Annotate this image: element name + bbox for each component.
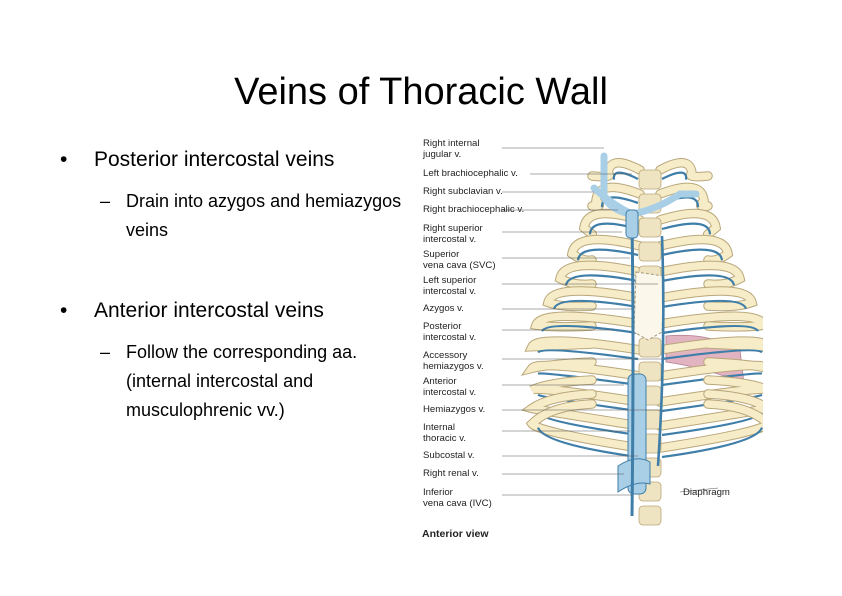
rib-shape [656,235,733,265]
label-superior-vena-cava: Superior vena cava (SVC) [423,249,496,271]
vertebra-shape [638,217,662,238]
intercostal-vein-shape [612,171,639,180]
rib-shape [656,159,712,181]
intercostal-vein-shape [537,372,639,387]
rib-shape [656,400,763,452]
rib-shape [523,390,644,430]
rib-shape [588,183,644,211]
sub-bullet-text: Follow the corresponding aa. (internal i… [126,342,358,420]
bullet-dot-icon: • [60,148,68,171]
rib-shape [656,209,721,239]
bullet-anterior-intercostal: • Anterior intercostal veins [58,296,403,326]
vertebra-shape [638,169,662,190]
label-right-subclavian: Right subclavian v. [423,186,503,197]
label-left-brachiocephalic: Left brachiocephalic v. [423,168,518,179]
sub-bullet-drain: – Drain into azygos and hemiazygos veins [58,187,403,245]
label-right-internal-jugular: Right internal jugular v. [423,138,480,160]
ribcage-illustration [502,147,763,526]
leader-line [679,487,719,493]
intercostal-vein-shape [661,349,763,361]
bullet-text: Posterior intercostal veins [94,148,335,171]
intercostal-vein-shape [576,248,639,261]
anatomy-figure: Right internal jugular v. Left brachioce… [418,136,763,548]
rib-shape [579,209,644,239]
sub-bullet-follow: – Follow the corresponding aa. (internal… [58,338,403,425]
intercostal-vein-shape [661,171,688,180]
rib-shape [656,337,763,354]
bullet-dot-icon: • [60,299,68,322]
bullet-posterior-intercostal: • Posterior intercostal veins [58,145,403,175]
hemiazygos-vein-shape [656,235,665,467]
sternum-shape [633,271,665,341]
bullet-text: Anterior intercostal veins [94,299,324,322]
label-right-renal: Right renal v. [423,468,479,479]
label-anterior-intercostal: Anterior intercostal v. [423,376,477,398]
azygos-vein-shape [630,225,635,517]
label-subcostal: Subcostal v. [423,450,475,461]
intercostal-vein-shape [661,274,736,286]
intercostal-vein-shape [661,299,748,310]
intercostal-vein-shape [661,372,763,387]
vertebra-shape [638,505,662,526]
intercostal-vein-shape [661,324,759,335]
rib-shape [656,390,763,430]
label-hemiazygos: Hemiazygos v. [423,404,486,415]
intercostal-vein-shape [552,299,639,310]
label-azygos: Azygos v. [423,303,464,314]
vertebra-shape [638,337,662,358]
renal-vein-shape [617,458,651,493]
rib-shape [567,235,644,265]
intercostal-vein-shape [537,349,639,361]
intercostal-vein-shape [661,222,712,235]
figure-caption: Anterior view [422,528,489,540]
bullet-list: • Posterior intercostal veins – Drain in… [58,145,403,425]
rib-shape [543,287,644,311]
sub-bullet-text: Drain into azygos and hemiazygos veins [126,191,402,240]
intercostal-vein-shape [541,324,639,335]
rib-shape [656,358,763,380]
intercostal-vein-shape [564,274,639,286]
label-right-superior-intercostal: Right superior intercostal v. [423,223,483,245]
label-inferior-vena-cava: Inferior vena cava (IVC) [423,487,492,509]
label-diaphragm: Diaphragm [683,487,730,498]
intercostal-vein-shape [661,248,724,261]
rib-shape [656,261,745,289]
label-accessory-hemiazygos: Accessory hemiazygos v. [423,350,484,372]
intercostal-vein-shape [661,427,763,459]
label-right-brachiocephalic: Right brachiocephalic v. [423,204,525,215]
label-left-superior-intercostal: Left superior intercostal v. [423,275,477,297]
sub-bullet-dash-icon: – [100,191,111,211]
rib-shape [525,337,644,354]
label-posterior-intercostal: Posterior intercostal v. [423,321,477,343]
label-internal-thoracic: Internal thoracic v. [423,422,467,444]
rib-shape [523,358,644,380]
rib-shape [656,287,757,311]
rib-shape [656,183,712,211]
rib-shape [527,400,644,452]
vertebra-shape [638,241,662,262]
sub-bullet-dash-icon: – [100,342,111,362]
slide-title: Veins of Thoracic Wall [234,71,608,113]
svc-shape [625,209,639,239]
